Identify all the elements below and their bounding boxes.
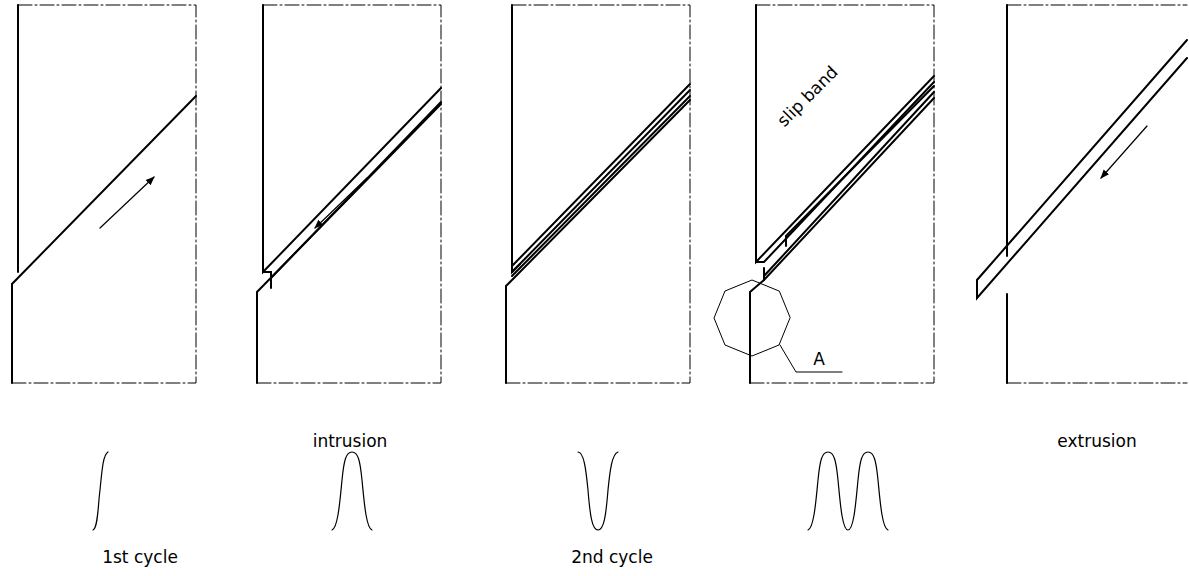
panel-first — [12, 5, 196, 383]
slip-band-label: slip band — [773, 61, 844, 132]
detail-callout: A — [813, 350, 825, 369]
panel-extrusion — [977, 5, 1187, 383]
panel-intrusion — [257, 5, 441, 383]
panel-cycle-2b — [714, 5, 934, 383]
cycle-label: 2nd cycle — [571, 548, 653, 567]
load-waveforms — [93, 452, 888, 530]
panel-caption: intrusion — [313, 432, 388, 451]
panel-cycle-2a — [506, 5, 690, 383]
cycle-label: 1st cycle — [102, 548, 178, 567]
panel-caption: extrusion — [1057, 432, 1136, 451]
